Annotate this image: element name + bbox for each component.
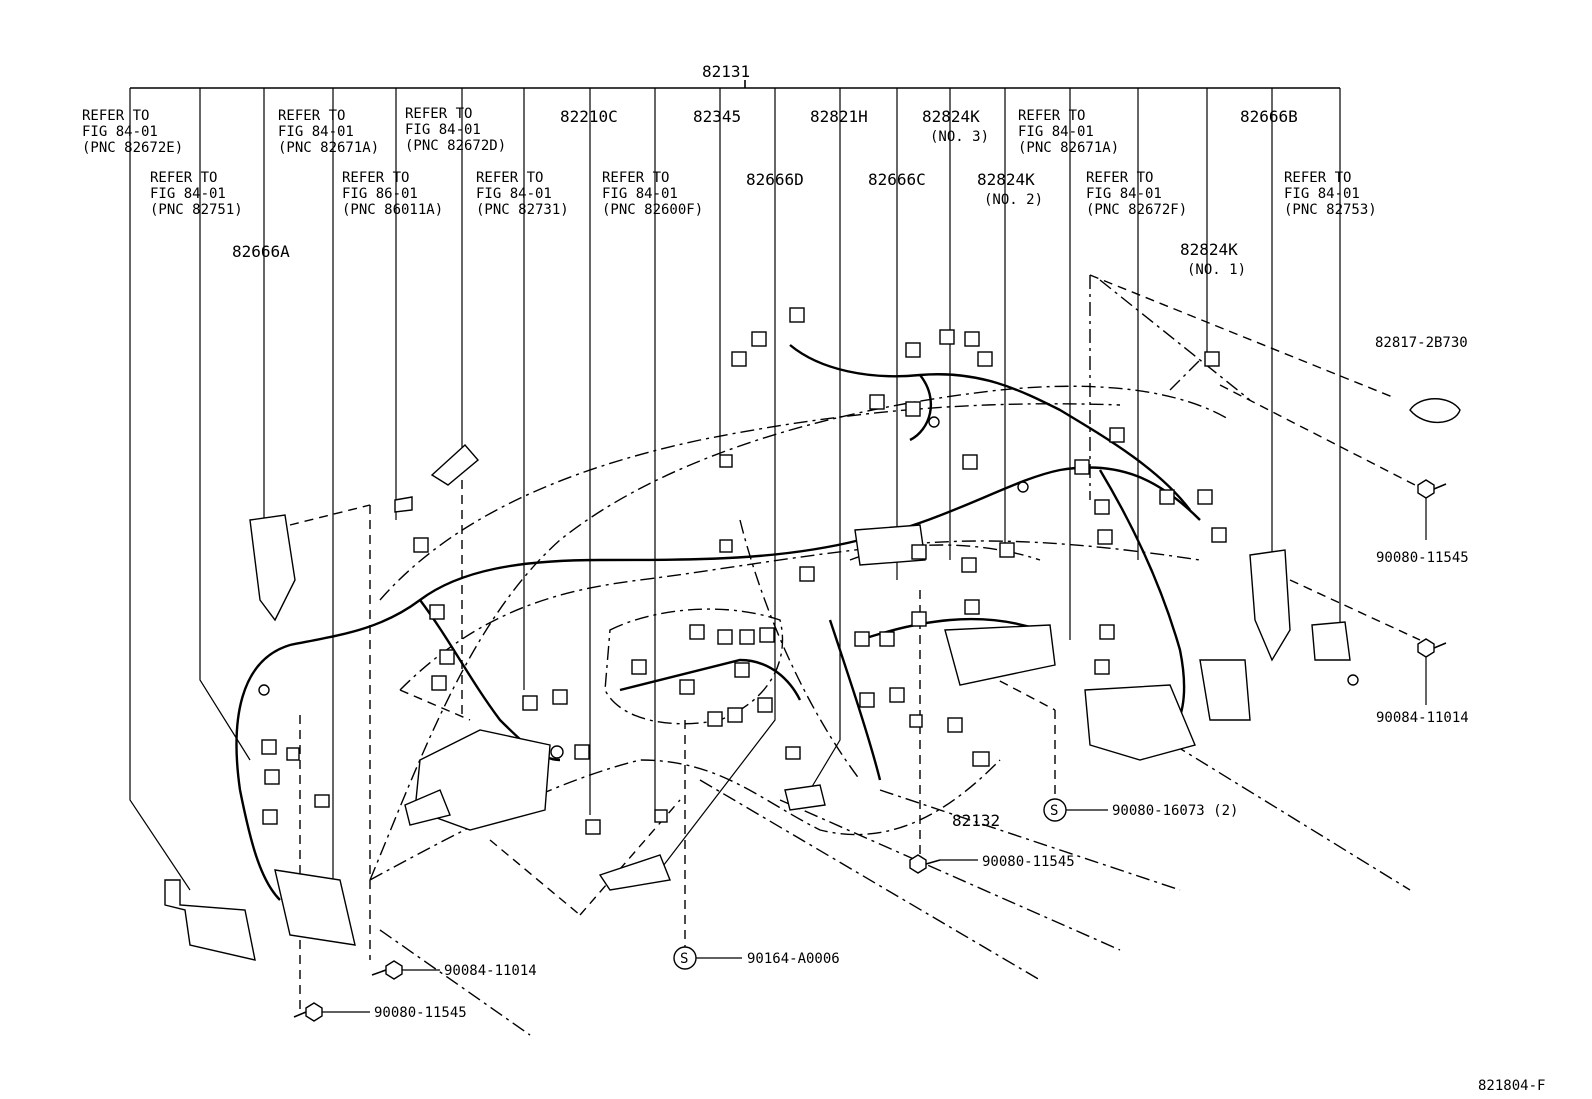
s-marker-text: S [1050, 803, 1058, 819]
label-82345: 82345 [693, 107, 741, 126]
refer-82753-line3: (PNC 82753) [1284, 202, 1377, 218]
bolt-90080-11545-left [293, 1002, 370, 1022]
refer-82671A-right-line2: FIG 84-01 [1018, 124, 1094, 140]
label-90080-11545-center: 90080-11545 [982, 854, 1075, 870]
bracket-82666B [1249, 549, 1291, 662]
label-90080-11545-left: 90080-11545 [374, 1005, 467, 1021]
refer-82672F-line2: FIG 84-01 [1086, 186, 1162, 202]
refer-82600F-line1: REFER TO [602, 170, 669, 186]
label-82132: 82132 [952, 811, 1000, 830]
s-marker-text: S [680, 951, 688, 967]
figure-id: 821804-F [1478, 1078, 1545, 1094]
refer-82671A-right-line1: REFER TO [1018, 108, 1085, 124]
label-82666C: 82666C [868, 170, 926, 189]
refer-82731-line2: FIG 84-01 [476, 186, 552, 202]
leader-lines [129, 88, 1341, 891]
instrument-panel-outline [369, 275, 1411, 1036]
label-82666D: 82666D [746, 170, 804, 189]
connectors [258, 307, 1359, 835]
refer-82753-line2: FIG 84-01 [1284, 186, 1360, 202]
refer-82751-line2: FIG 84-01 [150, 186, 226, 202]
refer-86011A-line1: REFER TO [342, 170, 409, 186]
label-82666B: 82666B [1240, 107, 1298, 126]
bracket-82666D [598, 854, 671, 891]
bolt-90084-11014-right [1417, 638, 1447, 705]
label-82824K-no2: 82824K [977, 170, 1035, 189]
labels: 82131 REFER TO FIG 84-01 (PNC 82672E) RE… [82, 62, 1545, 1094]
label-90084-11014-left: 90084-11014 [444, 963, 537, 979]
refer-82672D-line3: (PNC 82672D) [405, 138, 506, 154]
refer-82672D-line1: REFER TO [405, 106, 472, 122]
label-82824K-no2-sub: (NO. 2) [984, 192, 1043, 208]
junction-block-left [274, 869, 356, 946]
label-90164-A0006: 90164-A0006 [747, 951, 840, 967]
label-90080-16073: 90080-16073 (2) [1112, 803, 1238, 819]
refer-82751-line1: REFER TO [150, 170, 217, 186]
refer-82753-line1: REFER TO [1284, 170, 1351, 186]
clip-82817 [1409, 398, 1461, 424]
bracket-82666A [249, 514, 296, 622]
bolts [293, 479, 1447, 1022]
refer-86011A-line2: FIG 86-01 [342, 186, 418, 202]
dashed-guides [289, 274, 1421, 1010]
connector-82753 [1311, 621, 1351, 661]
bolt-90080-11545-center [909, 854, 978, 874]
relay-block-center [944, 624, 1056, 686]
refer-82672E-line1: REFER TO [82, 108, 149, 124]
label-82210C: 82210C [560, 107, 618, 126]
refer-82600F-line3: (PNC 82600F) [602, 202, 703, 218]
refer-86011A-line3: (PNC 86011A) [342, 202, 443, 218]
label-82131: 82131 [702, 62, 750, 81]
label-90084-11014-right: 90084-11014 [1376, 710, 1469, 726]
label-82824K-no3-sub: (NO. 3) [930, 129, 989, 145]
label-82821H: 82821H [810, 107, 868, 126]
components [164, 398, 1461, 961]
bracket-left-bottom [164, 879, 256, 961]
refer-82731-line1: REFER TO [476, 170, 543, 186]
junction-block-right [1084, 684, 1196, 761]
bolt-90080-11545-right [1417, 479, 1447, 540]
refer-82671A-left-line3: (PNC 82671A) [278, 140, 379, 156]
bolt-90084-11014-left [371, 960, 440, 980]
refer-82672F-line3: (PNC 82672F) [1086, 202, 1187, 218]
top-bracket [130, 80, 1340, 89]
refer-82672E-line2: FIG 84-01 [82, 124, 158, 140]
refer-82600F-line2: FIG 84-01 [602, 186, 678, 202]
label-82666A: 82666A [232, 242, 290, 261]
label-90080-11545-right: 90080-11545 [1376, 550, 1469, 566]
s-markers: S S [673, 798, 1108, 970]
refer-82672F-line1: REFER TO [1086, 170, 1153, 186]
label-82824K-no1-sub: (NO. 1) [1187, 262, 1246, 278]
refer-82671A-left-line2: FIG 84-01 [278, 124, 354, 140]
harness-wires [235, 344, 1201, 901]
refer-82671A-right-line3: (PNC 82671A) [1018, 140, 1119, 156]
refer-82731-line3: (PNC 82731) [476, 202, 569, 218]
refer-82751-line3: (PNC 82751) [150, 202, 243, 218]
label-82824K-no1: 82824K [1180, 240, 1238, 259]
label-82824K-no3: 82824K [922, 107, 980, 126]
label-82817-2B730: 82817-2B730 [1375, 335, 1468, 351]
refer-82671A-left-line1: REFER TO [278, 108, 345, 124]
refer-82672E-line3: (PNC 82672E) [82, 140, 183, 156]
refer-82672D-line2: FIG 84-01 [405, 122, 481, 138]
